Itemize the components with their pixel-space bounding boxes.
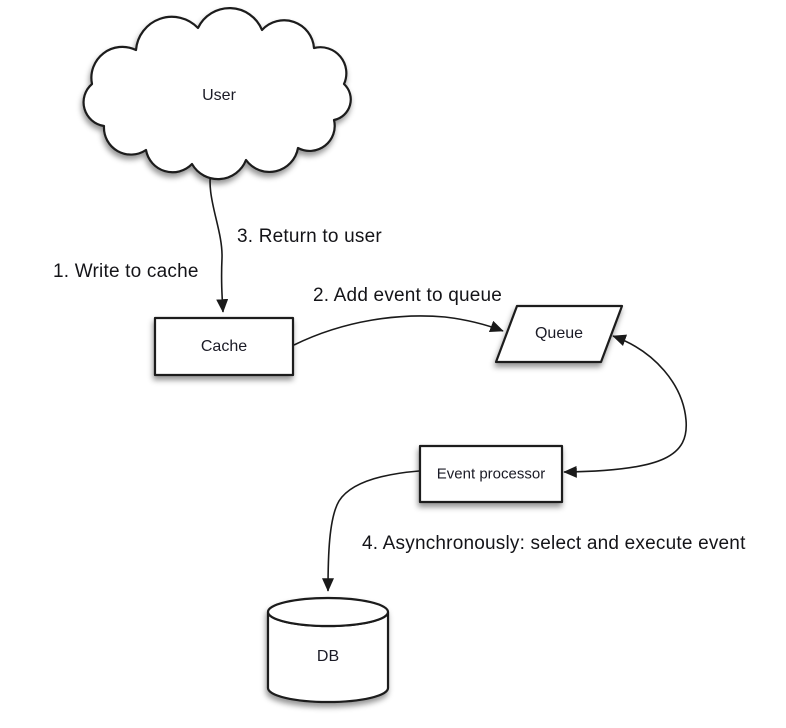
user-cloud-shape bbox=[82, 7, 352, 181]
db-cylinder-top-rim bbox=[266, 596, 390, 628]
nodes-group bbox=[82, 7, 624, 704]
queue-parallelogram-shape bbox=[494, 304, 624, 364]
cache-box-shape bbox=[153, 316, 295, 377]
step3-return-to-user-label: 3. Return to user bbox=[237, 226, 382, 247]
queue-node-label: Queue bbox=[534, 325, 584, 342]
db-cylinder-shape bbox=[266, 596, 390, 704]
step1-write-to-cache-label: 1. Write to cache bbox=[53, 261, 199, 282]
event-processor-box-shape bbox=[418, 444, 564, 504]
edge-user-to-cache bbox=[209, 165, 229, 313]
event-processor-node-label: Event processor bbox=[436, 465, 546, 483]
step4-asynchronously-label: 4. Asynchronously: select and execute ev… bbox=[362, 533, 746, 554]
step2-add-event-to-queue-label: 2. Add event to queue bbox=[313, 285, 503, 306]
edge-processor-to-db bbox=[322, 470, 420, 592]
edge-cache-to-queue bbox=[293, 315, 504, 346]
cache-node-label: Cache bbox=[200, 338, 248, 355]
db-node-label: DB bbox=[316, 648, 340, 665]
user-node-label: User bbox=[202, 87, 236, 104]
edge-queue-processor-bidirectional bbox=[563, 334, 687, 478]
edges-group bbox=[209, 165, 687, 592]
